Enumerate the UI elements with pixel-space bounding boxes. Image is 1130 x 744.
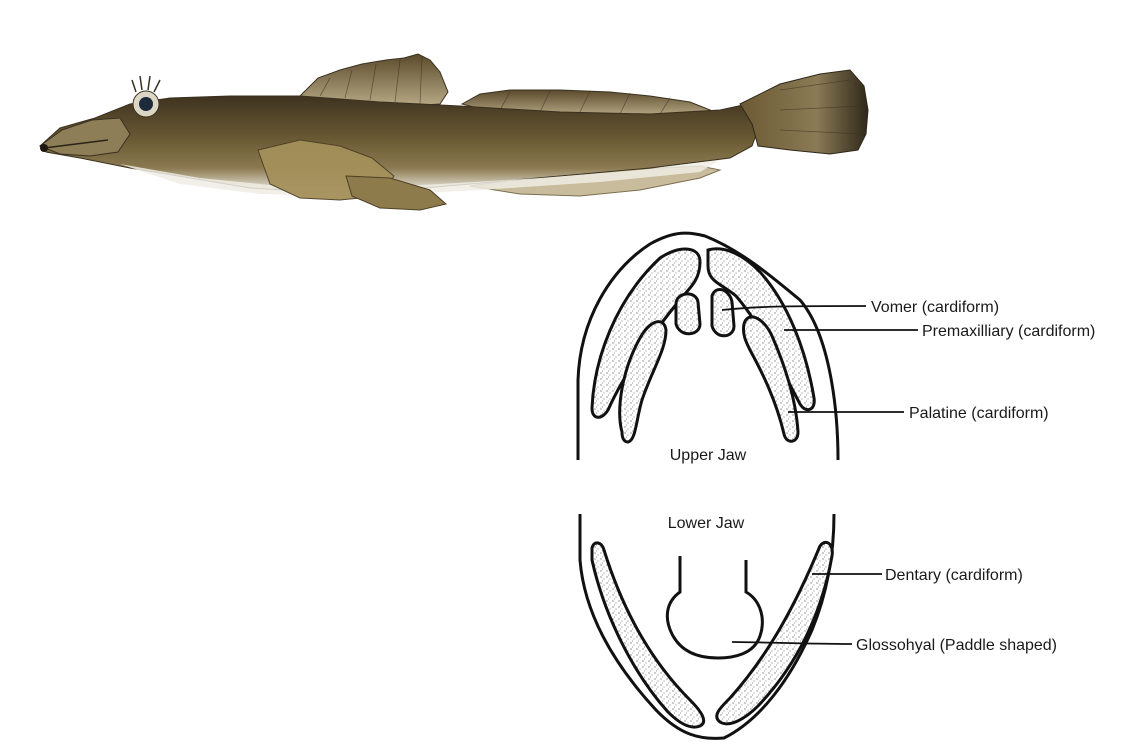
vomer-left bbox=[676, 294, 700, 334]
caudal-fin bbox=[740, 70, 868, 154]
upper-jaw-label: Upper Jaw bbox=[670, 447, 747, 464]
dentary-label: Dentary (cardiform) bbox=[885, 567, 1023, 584]
fish-photo bbox=[40, 54, 868, 210]
jaw-diagram: Upper Jaw Lower Jaw Vomer (cardiform) Pr… bbox=[578, 233, 1095, 738]
lower-jaw-label: Lower Jaw bbox=[668, 515, 745, 532]
glossohyal-label: Glossohyal (Paddle shaped) bbox=[856, 637, 1057, 654]
vomer-label: Vomer (cardiform) bbox=[871, 299, 999, 316]
vomer-right bbox=[712, 289, 734, 335]
fish-snout bbox=[40, 118, 130, 156]
fish-lip-tip bbox=[40, 144, 48, 152]
palatine-label: Palatine (cardiform) bbox=[909, 405, 1049, 422]
fish-pupil bbox=[139, 97, 153, 111]
supraocular-cirri bbox=[132, 76, 160, 92]
premaxilliary-label: Premaxilliary (cardiform) bbox=[922, 323, 1095, 340]
